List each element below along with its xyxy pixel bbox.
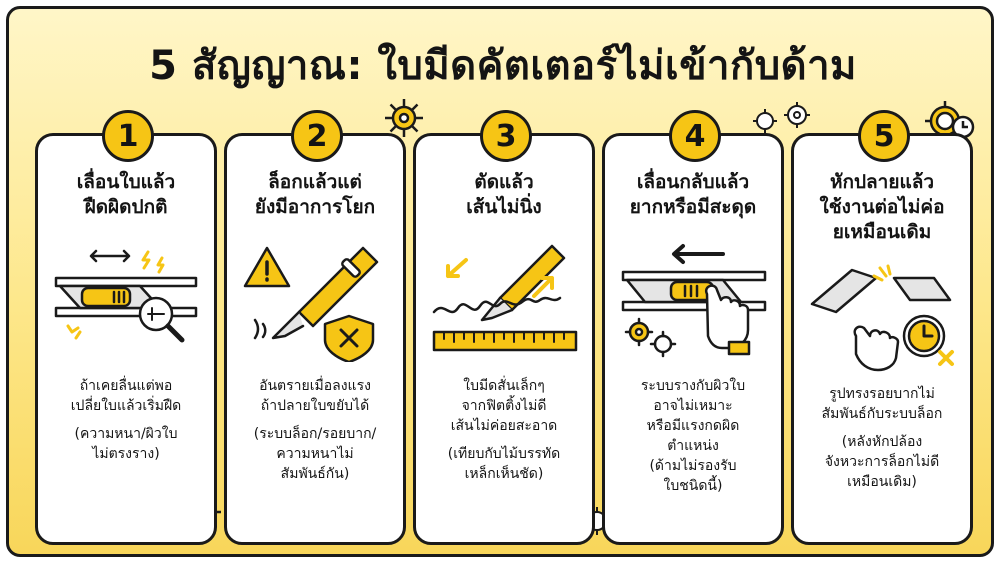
card-5: 5 หักปลายแล้ว ใช้งานต่อไม่ค่อ ยเหมือนเดิ… <box>791 110 973 545</box>
note-line: สัมพันธ์กัน) <box>280 466 350 482</box>
card-note: (เทียบกับไม้บรรทัด เหล็กเห็นชัด) <box>424 444 584 484</box>
desc-line: เส้นไม่ค่อยสะอาด <box>450 418 558 434</box>
note-line: จังหวะการล็อกไม่ดี <box>824 454 940 470</box>
note-line: (ระบบล็อก/รอยบาก/ <box>253 426 377 442</box>
desc-line: จากฟิตติ้งไม่ดี <box>461 398 547 414</box>
card-heading: เลื่อนใบแล้ว ฝืดผิดปกติ <box>44 170 208 220</box>
page-title: 5 สัญญาณ: ใบมีดคัตเตอร์ไม่เข้ากับด้าม <box>149 43 857 89</box>
note-line: (หลังหักปล้อง <box>841 434 923 450</box>
card-2: 2 ล็อกแล้วแต่ ยังมีอาการโยก อันตรายเมื่อ… <box>224 110 406 545</box>
desc-line: รูปทรงรอยบากไม่ <box>829 386 935 402</box>
desc-line: ใบมีดสั่นเล็กๆ <box>463 378 545 394</box>
heading-line: ฝืดผิดปกติ <box>84 196 168 218</box>
gears-icon <box>753 102 810 133</box>
card-1: 1 เลื่อนใบแล้ว ฝืดผิดปกติ ถ้าเคยลื่นแ <box>35 110 217 545</box>
warning-cutter-shield-icon <box>243 246 379 362</box>
cutter-ruler-wavy-line-icon <box>432 244 578 352</box>
card-heading: หักปลายแล้ว ใช้งานต่อไม่ค่อ ยเหมือนเดิม <box>800 170 964 245</box>
desc-line: ถ้าปลายใบขยับได้ <box>260 398 370 414</box>
card-note: (ความหนา/ผิวใบ ไม่ตรงราง) <box>46 424 206 464</box>
heading-line: ยเหมือนเดิม <box>832 221 932 243</box>
desc-line: ตำแหน่ง <box>667 438 719 454</box>
card-description: ใบมีดสั่นเล็กๆ จากฟิตติ้งไม่ดี เส้นไม่ค่… <box>424 376 584 484</box>
card-heading: เลื่อนกลับแล้ว ยากหรือมีสะดุด <box>611 170 775 220</box>
heading-line: ใช้งานต่อไม่ค่อ <box>819 196 945 218</box>
heading-line: ยังมีอาการโยก <box>254 196 376 218</box>
desc-line: สัมพันธ์กับระบบล็อก <box>821 406 943 422</box>
note-line: (เทียบกับไม้บรรทัด <box>447 446 561 462</box>
desc-line: อาจไม่เหมาะ <box>653 398 733 414</box>
note-line: ไม่ตรงราง) <box>92 446 160 462</box>
card-description: รูปทรงรอยบากไม่ สัมพันธ์กับระบบล็อก (หลั… <box>802 384 962 492</box>
card-description: อันตรายเมื่อลงแรง ถ้าปลายใบขยับได้ (ระบบ… <box>235 376 395 484</box>
card-3: 3 ตัดแล้ว เส้นไม่นิ่ง ใบมีดสั่นเล็กๆ จาก… <box>413 110 595 545</box>
card-heading: ล็อกแล้วแต่ ยังมีอาการโยก <box>233 170 397 220</box>
card-heading: ตัดแล้ว เส้นไม่นิ่ง <box>422 170 586 220</box>
card-number-badge: 3 <box>480 110 532 162</box>
hand-slider-gears-icon <box>621 244 767 358</box>
note-line: (ด้ามไม่รองรับ <box>649 458 737 474</box>
heading-line: หักปลายแล้ว <box>829 171 935 193</box>
desc-line: ระบบรางกับผิวใบ <box>640 378 746 394</box>
card-note: (ด้ามไม่รองรับ ใบชนิดนี้) <box>613 456 773 496</box>
note-line: เหล็กเห็นชัด) <box>464 466 544 482</box>
note-line: เหมือนเดิม) <box>847 474 917 490</box>
note-line: ใบชนิดนี้) <box>663 478 723 494</box>
infographic-frame: 5 สัญญาณ: ใบมีดคัตเตอร์ไม่เข้ากับด้าม 1 … <box>6 6 994 557</box>
heading-line: เลื่อนกลับแล้ว <box>636 171 750 193</box>
desc-line: เปลี่ยใบแล้วเริ่มฝืด <box>70 398 182 414</box>
card-description: ระบบรางกับผิวใบ อาจไม่เหมาะ หรือมีแรงกดผ… <box>613 376 773 496</box>
card-number-badge: 5 <box>858 110 910 162</box>
heading-line: ยากหรือมีสะดุด <box>629 196 757 218</box>
card-note: (ระบบล็อก/รอยบาก/ ความหนาไม่ สัมพันธ์กัน… <box>235 424 395 484</box>
card-number-badge: 2 <box>291 110 343 162</box>
desc-line: หรือมีแรงกดผิด <box>646 418 740 434</box>
desc-line: ถ้าเคยลื่นแต่พอ <box>79 378 173 394</box>
card-number-badge: 1 <box>102 110 154 162</box>
card-description: ถ้าเคยลื่นแต่พอ เปลี่ยใบแล้วเริ่มฝืด (คว… <box>46 376 206 464</box>
card-4: 4 เลื่อนกลับแล้ว ยากหรือมีสะดุด ระบบร <box>602 110 784 545</box>
card-note: (หลังหักปล้อง จังหวะการล็อกไม่ดี เหมือนเ… <box>802 432 962 492</box>
heading-line: เลื่อนใบแล้ว <box>76 171 176 193</box>
heading-line: ล็อกแล้วแต่ <box>268 171 362 193</box>
note-line: (ความหนา/ผิวใบ <box>74 426 178 442</box>
card-number-badge: 4 <box>669 110 721 162</box>
heading-line: ตัดแล้ว <box>474 171 534 193</box>
sliding-blade-magnifier-icon <box>54 249 198 343</box>
heading-line: เส้นไม่นิ่ง <box>466 196 542 218</box>
note-line: ความหนาไม่ <box>276 446 354 462</box>
snapped-blade-clock-icon <box>810 264 954 372</box>
gear-icon <box>385 99 423 137</box>
desc-line: อันตรายเมื่อลงแรง <box>259 378 371 394</box>
